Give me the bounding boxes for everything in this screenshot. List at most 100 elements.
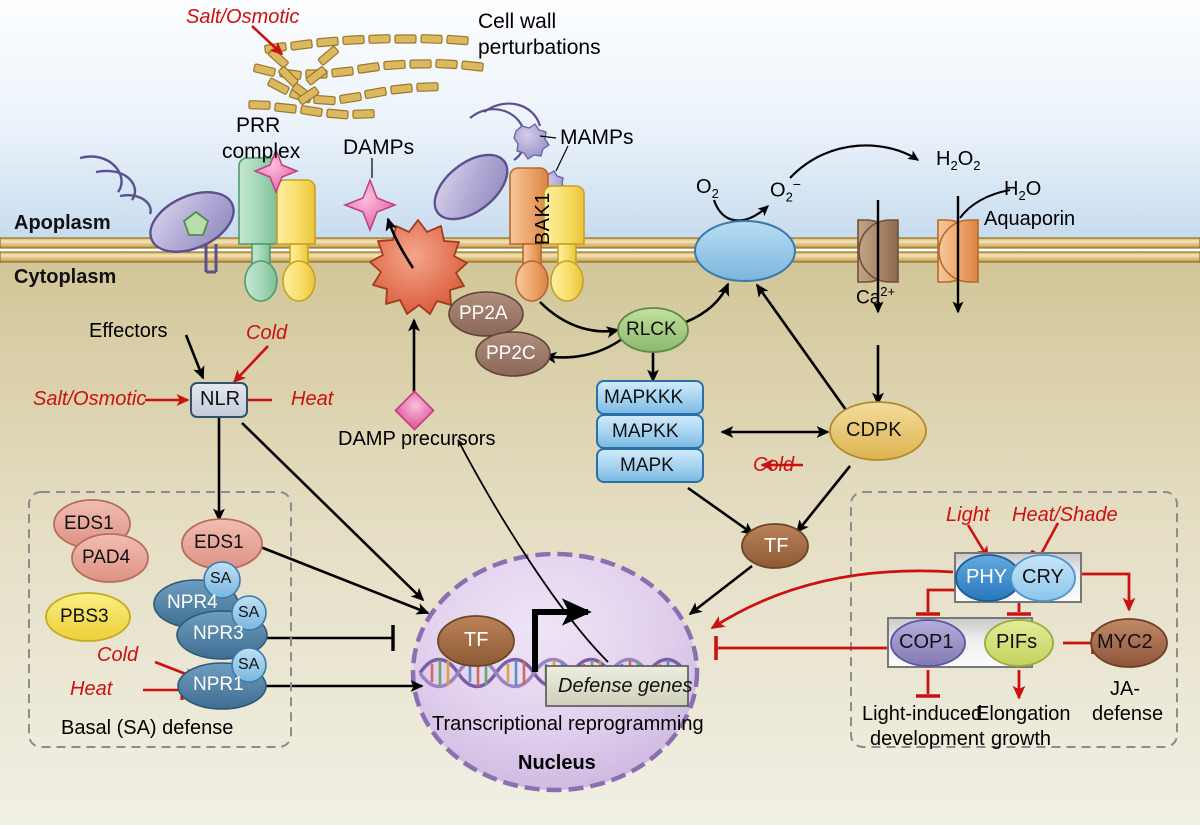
arrow-phycry-to-myc2 [1078, 572, 1136, 612]
mamps-leader-2 [555, 145, 569, 172]
label-bak1: BAK1 [532, 192, 554, 246]
node-mapk-shape [596, 448, 704, 483]
effector-pentagon-in-bacterium [182, 210, 210, 236]
node-pifs-shape [984, 619, 1054, 667]
label-cell-wall-perturbations-line2: perturbations [478, 36, 601, 59]
label-pifs: PIFs [996, 631, 1038, 653]
label-damp-precursors: DAMP precursors [338, 428, 496, 450]
label-defense-genes: Defense genes [558, 675, 693, 697]
arrow-burst-to-damp [385, 217, 415, 269]
node-sa-npr4-shape [203, 561, 241, 599]
arrow-mapk-to-tf [687, 486, 755, 536]
arrow-nlr-to-nucleus [241, 422, 425, 602]
label-npr4: NPR4 [167, 592, 218, 613]
label-effectors: Effectors [89, 320, 168, 342]
node-myc2-shape [1090, 618, 1168, 668]
label-eds1-b: EDS1 [194, 532, 244, 553]
arrow-bak1-to-rlck [539, 301, 620, 339]
label-light: Light [946, 504, 990, 526]
label-cry: CRY [1022, 566, 1064, 588]
node-nlr-shape [190, 382, 248, 418]
arrow-effectors-to-nlr [184, 334, 205, 380]
label-aquaporin: Aquaporin [984, 208, 1076, 230]
label-nlr: NLR [200, 388, 241, 410]
node-tf-nucleus-shape [437, 615, 515, 667]
arrow-h2o-to-aquaporin [959, 189, 1011, 219]
inhibition-phy-cop1-line [926, 588, 958, 612]
label-transcriptional-reprogramming: Transcriptional reprogramming [432, 713, 704, 735]
mamps-leader-1 [539, 135, 557, 139]
label-ja-defense-line1: JA- [1110, 678, 1140, 700]
node-sa-npr3-shape [231, 595, 267, 631]
label-prr-complex-line1: PRR [236, 114, 281, 137]
bak1-receptor-complex [509, 167, 585, 302]
node-tf-cyto-shape [741, 523, 809, 569]
label-mamps: MAMPs [560, 126, 634, 149]
label-pp2c: PP2C [486, 343, 536, 364]
label-cdpk: CDPK [846, 419, 902, 441]
label-mapkk: MAPKK [612, 421, 679, 442]
label-apoplasm: Apoplasm [14, 212, 111, 234]
node-pad4-shape [71, 533, 149, 583]
transcription-start-arrow [532, 598, 592, 672]
node-pp2a-shape [448, 291, 524, 337]
arrow-genes-to-damp-precursors [457, 439, 609, 663]
label-npr1: NPR1 [193, 674, 244, 695]
node-rboh-shape [694, 220, 796, 282]
label-light-induced-development-line2: development [870, 728, 985, 750]
cell-wall-fibers [248, 34, 484, 120]
label-myc2: MYC2 [1097, 631, 1153, 653]
arrow-superoxide-to-h2o2 [789, 144, 920, 179]
inhibition-npr3-nucleus [266, 625, 395, 651]
arrow-rlck-to-rboh [685, 282, 730, 324]
label-mapkkk: MAPKKK [604, 387, 684, 408]
arrow-o2-to-superoxide [712, 199, 770, 222]
label-superoxide: O2− [770, 176, 801, 205]
label-heat-npr1: Heat [70, 678, 113, 700]
arrow-salt-osmotic-to-wall [251, 25, 284, 56]
label-sa-npr4: SA [210, 570, 232, 587]
node-cry-shape [1010, 554, 1076, 602]
label-pad4: PAD4 [82, 547, 131, 568]
damp-release-burst [369, 219, 468, 315]
label-sa-npr3: SA [238, 604, 260, 621]
damp-star-free [342, 177, 398, 233]
label-h2o: H2O [1004, 178, 1042, 203]
label-heat-nlr: Heat [291, 388, 334, 410]
label-heat-shade: Heat/Shade [1012, 504, 1118, 526]
node-cop1-shape [890, 619, 966, 667]
label-salt-osmotic-nlr: Salt/Osmotic [33, 388, 147, 410]
node-rlck-shape [617, 307, 689, 353]
label-basal-sa-defense: Basal (SA) defense [61, 717, 234, 739]
label-calcium-ion: Ca2+ [856, 284, 896, 309]
label-ja-defense-line2: defense [1092, 703, 1164, 725]
label-cold-nlr: Cold [246, 322, 288, 344]
label-cop1: COP1 [899, 631, 954, 653]
prr-complex-receptors [238, 147, 316, 302]
bacterium-left [79, 155, 235, 274]
label-cytoplasm: Cytoplasm [14, 266, 117, 288]
damp-precursor-diamond [394, 390, 435, 431]
arrow-tf-to-nucleus [688, 564, 753, 616]
label-light-induced-development-line1: Light-induced [862, 703, 983, 725]
arrow-rlck-to-pp2c [543, 337, 623, 364]
label-nucleus: Nucleus [518, 752, 596, 774]
label-elongation-growth-line1: Elongation [976, 703, 1071, 725]
arrow-cdpk-to-rboh [755, 283, 848, 411]
node-cdpk-shape [829, 401, 927, 461]
defense-genes-box [545, 665, 689, 707]
label-eds1-a: EDS1 [64, 513, 114, 534]
label-damps: DAMPs [343, 136, 415, 159]
basal-sa-defense-box [28, 491, 292, 748]
arrow-cdpk-to-tf [795, 465, 852, 534]
damp-star-bound [252, 147, 300, 195]
label-prr-complex-line2: complex [222, 140, 301, 163]
label-cell-wall-perturbations-line1: Cell wall [478, 10, 557, 33]
